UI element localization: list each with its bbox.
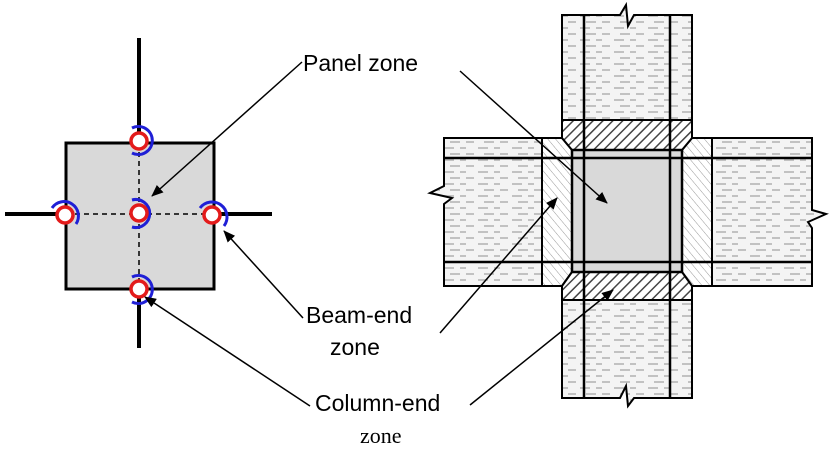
hinge-left	[50, 200, 80, 225]
column-end-zone-top	[561, 119, 693, 151]
hinge-right	[198, 200, 229, 227]
column-end-zone-bottom	[561, 271, 693, 301]
arrow-panel-right	[459, 70, 608, 204]
hinge-top	[129, 125, 154, 156]
beam-right	[711, 137, 829, 287]
column-bottom	[561, 299, 693, 409]
hinge-center	[129, 198, 152, 229]
arrow-panel-left	[151, 61, 303, 197]
arrow-column-right	[469, 289, 614, 406]
leader-arrows	[144, 61, 614, 407]
hinge-bottom	[129, 274, 154, 305]
schematic-model	[5, 38, 272, 348]
beam-left	[427, 137, 543, 287]
label-beam-end-line1: Beam-end	[306, 302, 412, 328]
beam-end-zone-left	[541, 137, 573, 287]
label-column-end-line1: Column-end	[315, 390, 440, 416]
label-column-end-line2: zone	[360, 423, 402, 448]
column-top	[561, 1, 693, 121]
label-panel-zone: Panel zone	[303, 50, 418, 76]
arrow-beam-left	[223, 230, 304, 319]
physical-joint	[427, 1, 829, 409]
arrow-column-left	[144, 296, 311, 407]
label-beam-end-line2: zone	[330, 334, 380, 360]
beam-end-zone-right	[681, 137, 713, 287]
joint-panel-zone	[570, 148, 684, 274]
arrow-beam-right	[439, 197, 558, 334]
